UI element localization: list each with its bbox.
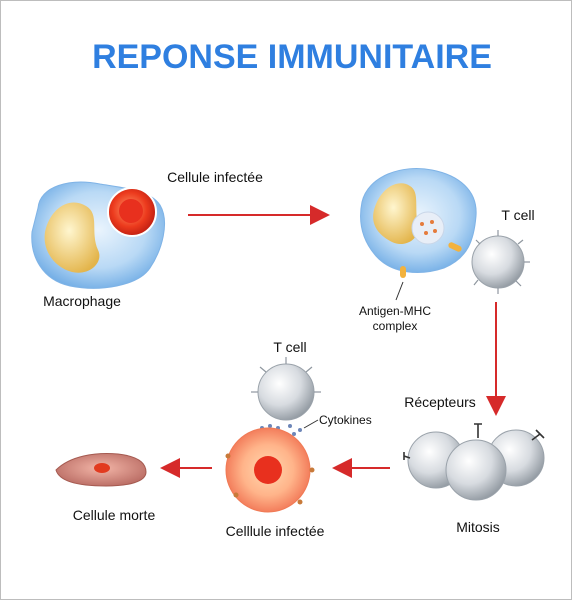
label-macrophage: Macrophage [43, 293, 121, 309]
label-antigen-line2: complex [373, 319, 418, 333]
label-cytokines: Cytokines [319, 413, 372, 427]
label-mitosis: Mitosis [456, 519, 500, 535]
engulfed-infected-cell [107, 187, 157, 237]
label-t-cell-top: T cell [501, 207, 534, 223]
label-infected-cell-bottom: Celllule infectée [226, 523, 325, 539]
label-dead-cell: Cellule morte [73, 507, 156, 523]
antigen-presenting-cell [360, 168, 477, 278]
macrophage-cell [31, 181, 166, 289]
t-cell-middle [251, 357, 321, 421]
antigen-pointer-line [395, 281, 404, 301]
label-receptors: Récepteurs [404, 394, 476, 410]
t-cell-top [471, 230, 530, 294]
label-infected-cell-top: Cellule infectée [167, 169, 263, 185]
diagram-title: REPONSE IMMUNITAIRE [92, 38, 492, 76]
dead-cell [55, 453, 147, 487]
cytokines-pointer-line [303, 419, 319, 429]
label-t-cell-middle: T cell [273, 339, 306, 355]
label-antigen-line1: Antigen-MHC [359, 304, 431, 318]
infected-cell-bottom [225, 427, 315, 513]
mitosis-t-cells [403, 423, 545, 501]
